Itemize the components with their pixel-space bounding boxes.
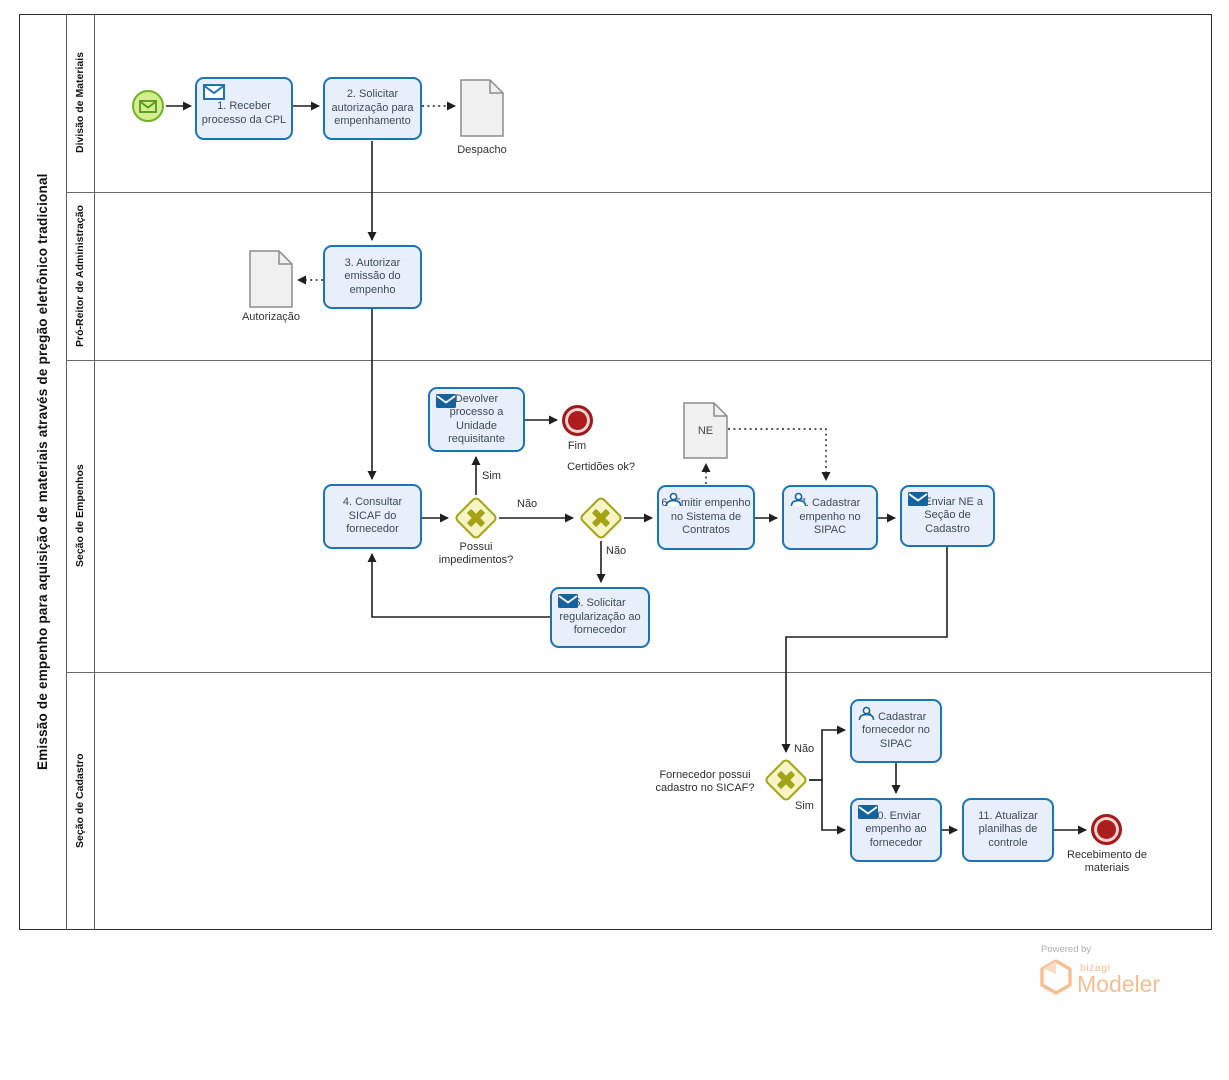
- lane-label-pro-reitor: Pró-Reitor de Administração: [74, 205, 86, 347]
- end-event-label-fim: Fim: [567, 440, 587, 452]
- task-7-cadastrar-empenho-sipac: 7. Cadastrar empenho no SIPAC: [782, 485, 878, 550]
- end-event-recebimento: [1091, 814, 1122, 845]
- task-label: 2. Solicitar autorização para empenhamen…: [331, 88, 414, 128]
- bizagi-brand-text: bizagi: [1080, 962, 1111, 974]
- task-devolver-processo: Devolver processo a Unidade requisitante: [428, 387, 525, 452]
- pool-title: Emissão de empenho para aquisição de mat…: [35, 173, 50, 771]
- gateway-fornecedor-possui-cadastro: [762, 756, 809, 803]
- lane-label-secao-de-cadastro: Seção de Cadastro: [74, 753, 86, 849]
- edge-label-nao: Não: [517, 498, 538, 510]
- gateway-label-possui-impedimentos: Possui impedimentos?: [438, 541, 514, 567]
- document-ne: [683, 402, 728, 464]
- end-event-label-recebimento: Recebimento de materiais: [1066, 849, 1148, 875]
- task-5-solicitar-regularizacao: 5. Solicitar regularização ao fornecedor: [550, 587, 650, 648]
- lane-divider-1: [66, 192, 1212, 194]
- pool-title-separator: [66, 14, 68, 930]
- user-icon: [790, 492, 807, 507]
- edge-label-sim: Sim: [795, 800, 814, 812]
- message-start-icon: [139, 99, 157, 113]
- gateway-label-certidoes-ok: Certidões ok?: [567, 461, 635, 473]
- task-label: 1. Receber processo da CPL: [201, 100, 287, 126]
- edge-label-nao: Não: [794, 743, 815, 755]
- task-label: 8. Enviar NE a Seção de Cadastro: [912, 495, 983, 535]
- document-label-ne: NE: [697, 424, 714, 437]
- task-9-cadastrar-fornecedor-sipac: 9. Cadastrar fornecedor no SIPAC: [850, 699, 942, 763]
- task-label: 5. Solicitar regularização ao fornecedor: [559, 597, 641, 637]
- send-message-icon: [858, 805, 878, 819]
- task-label: 6. Emitir empenho no Sistema de Contrato…: [661, 497, 751, 537]
- lane-label-secao-de-empenhos: Seção de Empenhos: [74, 464, 86, 568]
- powered-by-text: Powered by: [1041, 944, 1092, 955]
- task-6-emitir-empenho: 6. Emitir empenho no Sistema de Contrato…: [657, 485, 755, 550]
- task-11-atualizar-planilhas: 11. Atualizar planilhas de controle: [962, 798, 1054, 862]
- task-label: 4. Consultar SICAF do fornecedor: [342, 496, 403, 536]
- edge-label-sim: Sim: [482, 470, 501, 482]
- document-despacho: [460, 79, 504, 142]
- document-label-despacho: Despacho: [457, 144, 507, 156]
- task-3-autorizar-emissao: 3. Autorizar emissão do empenho: [323, 245, 422, 309]
- task-4-consultar-sicaf: 4. Consultar SICAF do fornecedor: [323, 484, 422, 549]
- end-event-fim: [562, 405, 593, 436]
- lane-divider-2: [66, 360, 1212, 362]
- document-label-autorizacao: Autorização: [241, 311, 301, 323]
- send-message-icon: [558, 594, 578, 608]
- task-10-enviar-empenho-fornecedor: 10. Enviar empenho ao fornecedor: [850, 798, 942, 862]
- lane-label-separator: [94, 14, 96, 930]
- send-message-icon: [436, 394, 456, 408]
- gateway-certidoes-ok: [577, 494, 624, 541]
- task-2-solicitar-autorizacao: 2. Solicitar autorização para empenhamen…: [323, 77, 422, 140]
- receive-message-icon: [203, 84, 225, 100]
- document-autorizacao: [249, 250, 293, 313]
- edge-label-nao: Não: [606, 545, 627, 557]
- modeler-product-text: Modeler: [1077, 971, 1161, 997]
- send-message-icon: [908, 492, 928, 506]
- task-label: 10. Enviar empenho ao fornecedor: [865, 809, 927, 849]
- bizagi-logo-icon: [1040, 958, 1072, 996]
- task-label: Devolver processo a Unidade requisitante: [448, 392, 505, 445]
- task-1-receber-processo-da-cpl: 1. Receber processo da CPL: [195, 77, 293, 140]
- user-icon: [858, 706, 875, 721]
- task-label: 9. Cadastrar fornecedor no SIPAC: [862, 710, 930, 750]
- pool-border: [19, 14, 1212, 930]
- gateway-label-fornecedor-cadastro-sicaf: Fornecedor possui cadastro no SICAF?: [655, 769, 755, 795]
- user-icon: [665, 492, 682, 507]
- gateway-possui-impedimentos: [452, 494, 499, 541]
- task-label: 11. Atualizar planilhas de controle: [978, 809, 1038, 849]
- task-label: 7. Cadastrar empenho no SIPAC: [799, 497, 861, 537]
- lane-divider-3: [66, 672, 1212, 674]
- lane-label-divisao-de-materiais: Divisão de Materiais: [74, 52, 86, 154]
- start-event-message: [132, 90, 164, 122]
- task-label: 3. Autorizar emissão do empenho: [344, 256, 401, 296]
- task-8-enviar-ne: 8. Enviar NE a Seção de Cadastro: [900, 485, 995, 547]
